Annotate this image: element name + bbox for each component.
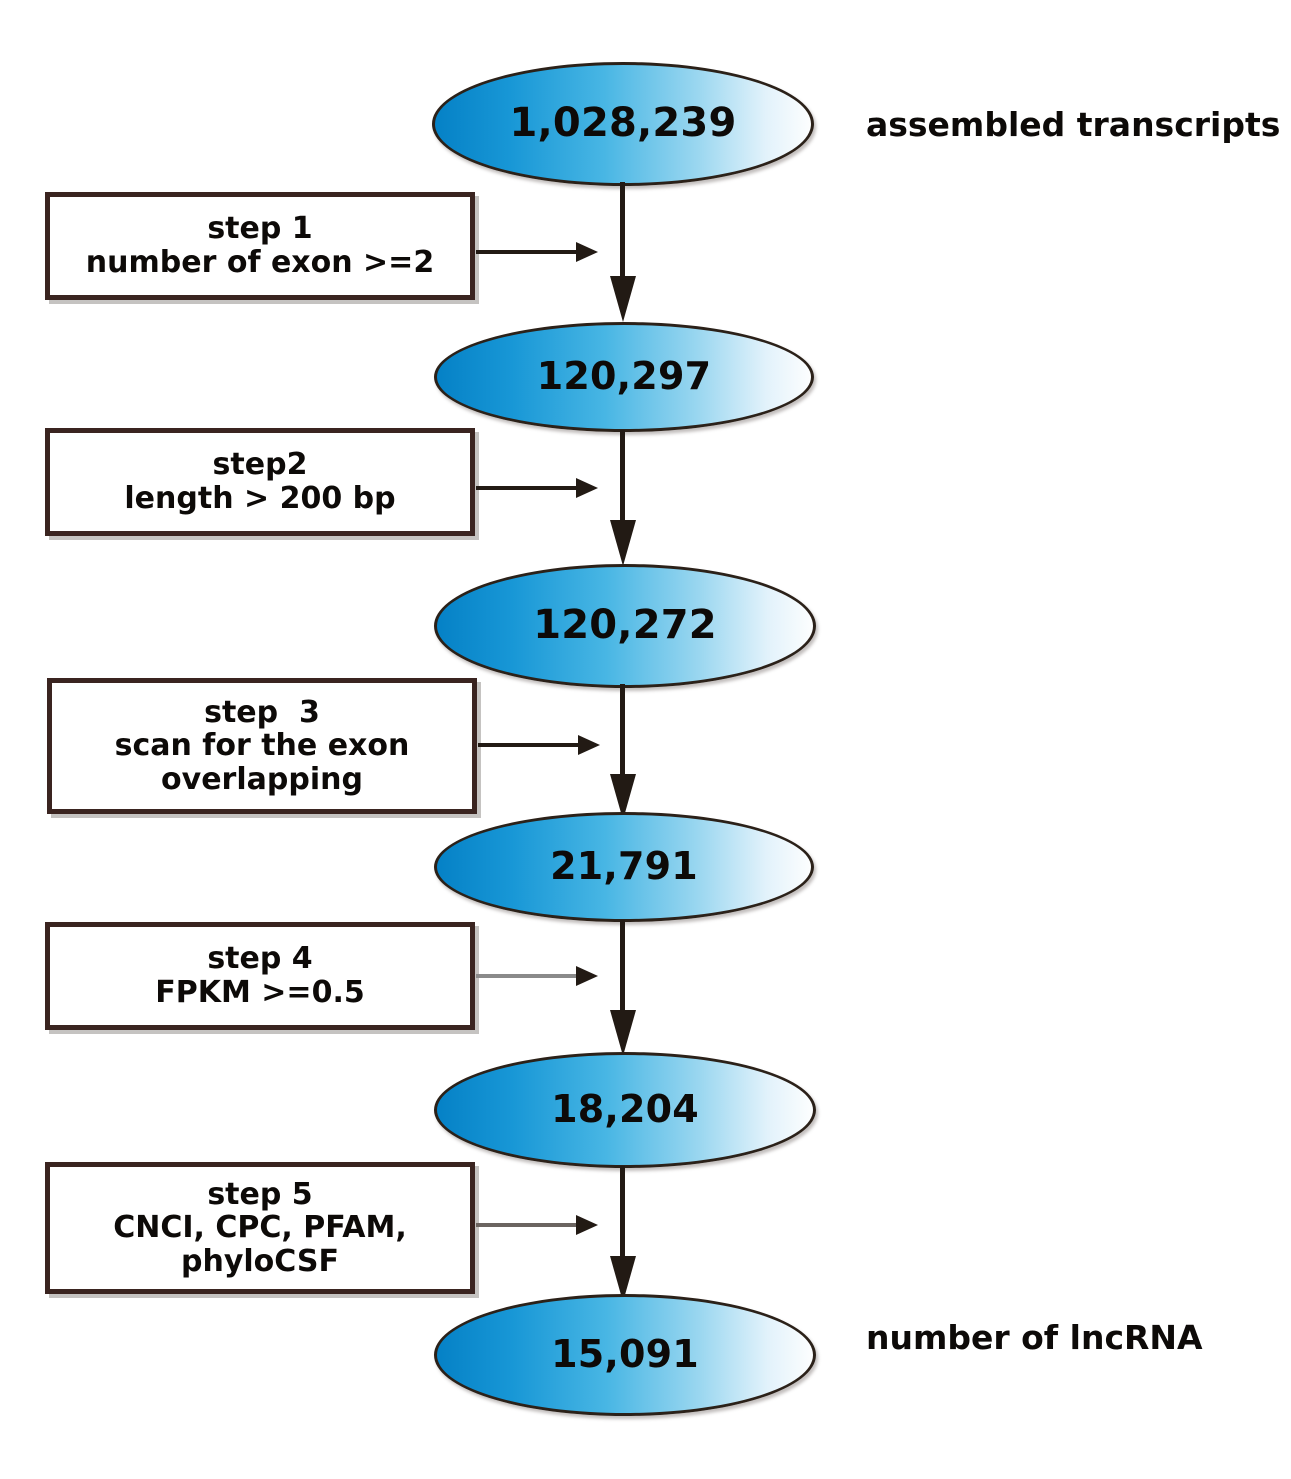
arrow-shaft (476, 1223, 584, 1227)
arrow-head-icon (578, 735, 600, 755)
step-description: FPKM >=0.5 (155, 975, 365, 1010)
step-description: scan for the exon overlapping (114, 728, 410, 797)
node-value: 18,204 (551, 1087, 699, 1131)
arrow-head-icon (576, 242, 598, 262)
node-overlap-filtered: 21,791 (434, 812, 814, 922)
step-box-4: step 4 FPKM >=0.5 (45, 922, 475, 1030)
arrow-shaft (478, 743, 586, 747)
arrow-step1-to-flow (476, 242, 606, 262)
arrow-shaft (476, 250, 584, 254)
step-box-5: step 5 CNCI, CPC, PFAM, phyloCSF (45, 1162, 475, 1294)
arrow-node4-to-node5 (603, 920, 643, 1060)
arrow-head-icon (576, 966, 598, 986)
arrow-step4-to-flow (476, 966, 606, 986)
step-title: step 1 (207, 211, 313, 247)
node-fpkm-filtered: 18,204 (434, 1052, 816, 1168)
arrow-step5-to-flow (476, 1215, 606, 1235)
node-lncrna-final: 15,091 (434, 1294, 816, 1416)
arrow-shaft (620, 430, 625, 526)
arrow-shaft (476, 974, 584, 978)
node-value: 120,272 (533, 602, 717, 648)
step-title: step 5 (207, 1176, 313, 1212)
step-title: step 3 (204, 694, 320, 730)
arrow-node3-to-node4 (603, 684, 643, 824)
node-value: 1,028,239 (509, 100, 737, 146)
step-box-2: step2 length > 200 bp (45, 428, 475, 536)
node-value: 120,297 (536, 354, 712, 398)
arrow-node1-to-node2 (603, 182, 643, 324)
label-number-of-lncrna: number of lncRNA (866, 1318, 1203, 1357)
arrow-head-icon (610, 276, 636, 322)
arrow-shaft (620, 1166, 625, 1262)
arrow-head-icon (610, 520, 636, 566)
step-box-3: step 3 scan for the exon overlapping (47, 678, 477, 814)
arrow-shaft (476, 486, 584, 490)
arrow-shaft (620, 920, 625, 1016)
arrow-shaft (620, 684, 625, 780)
step-title: step 4 (207, 941, 313, 977)
arrow-head-icon (576, 1215, 598, 1235)
step-description: length > 200 bp (124, 481, 396, 516)
step-box-1: step 1 number of exon >=2 (45, 192, 475, 300)
step-description: number of exon >=2 (85, 245, 435, 280)
node-assembled-transcripts: 1,028,239 (432, 62, 814, 186)
arrow-node5-to-node6 (603, 1166, 643, 1306)
arrow-shaft (620, 182, 625, 282)
node-value: 21,791 (550, 844, 698, 888)
arrow-head-icon (610, 1010, 636, 1056)
node-length-filtered: 120,272 (434, 564, 816, 688)
arrow-step3-to-flow (478, 735, 608, 755)
step-title: step2 (212, 447, 308, 483)
arrow-head-icon (576, 478, 598, 498)
label-assembled-transcripts: assembled transcripts (866, 105, 1281, 144)
arrow-step2-to-flow (476, 478, 606, 498)
node-exon-filtered: 120,297 (434, 322, 814, 432)
arrow-node2-to-node3 (603, 430, 643, 570)
node-value: 15,091 (551, 1332, 699, 1376)
step-description: CNCI, CPC, PFAM, phyloCSF (113, 1210, 407, 1279)
